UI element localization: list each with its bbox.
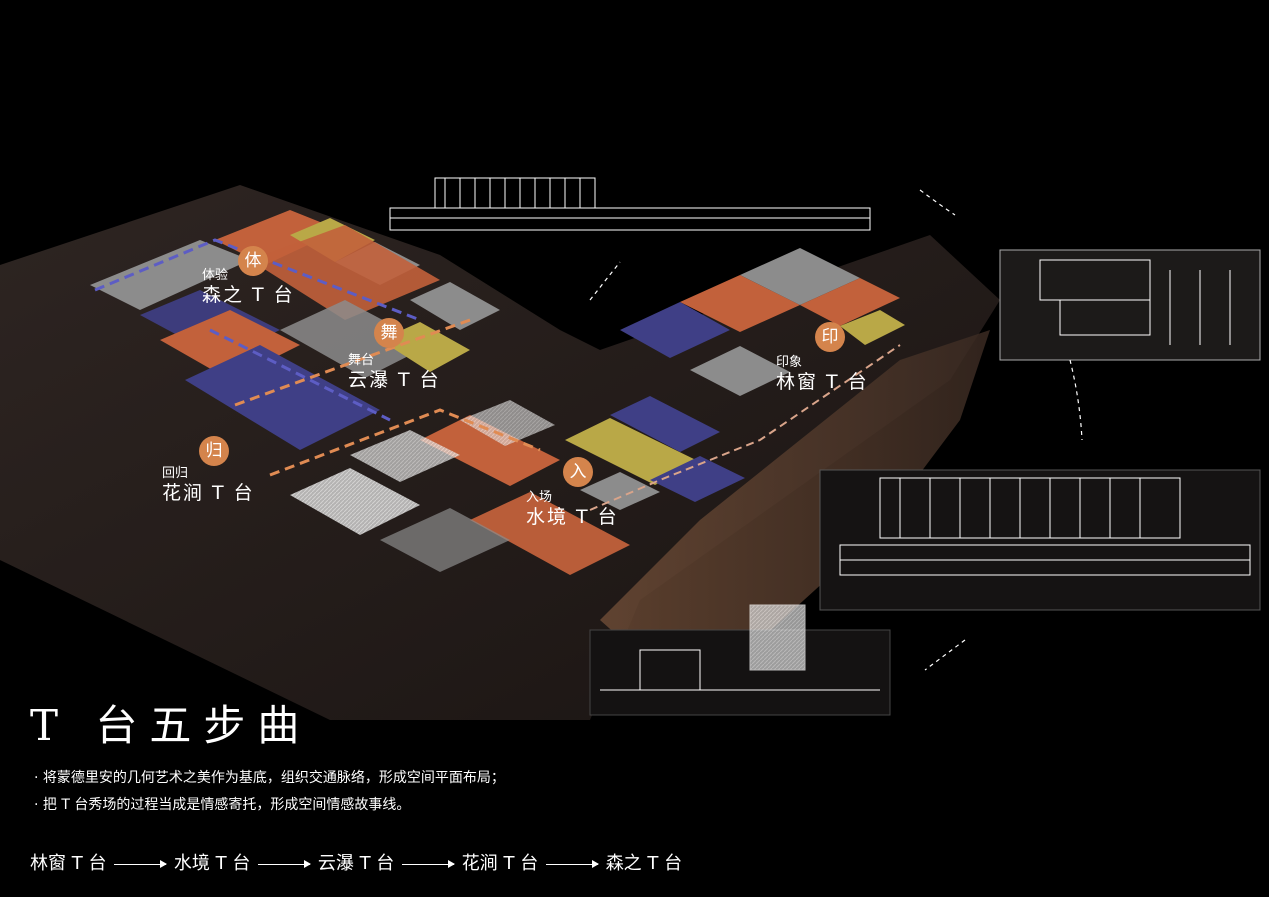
badge-yun: 舞 <box>374 318 404 348</box>
flow-step-3: 云瀑 T 台 <box>317 853 395 874</box>
bullet-text-1: · 将蒙德里安的几何艺术之美作为基底，组织交通脉络，形成空间平面布局； <box>34 770 505 786</box>
badge-lin: 印 <box>815 322 845 352</box>
flow-step-5: 森之 T 台 <box>605 853 683 874</box>
zone-name-shui: 水境 T 台 <box>526 506 619 528</box>
zone-sub-yun: 舞台 <box>348 353 375 368</box>
page-title: T 台五步曲 <box>30 701 312 750</box>
sequence-flow: 林窗 T 台 水境 T 台 云瀑 T 台 花涧 T 台 森之 T 台 <box>30 849 682 875</box>
zone-name-yun: 云瀑 T 台 <box>348 369 441 391</box>
arrow-icon <box>258 859 312 868</box>
zone-sub-lin: 印象 <box>776 355 803 370</box>
zone-label-lin: 印象 林窗 T 台 <box>776 355 869 394</box>
zone-label-yun: 舞台 云瀑 T 台 <box>348 353 441 392</box>
elevation-sketch-center-right <box>819 469 1261 611</box>
mondrian-blocks <box>90 210 905 575</box>
arrow-icon <box>114 859 168 868</box>
arrow-icon <box>545 859 599 868</box>
elevation-sketch-bottom <box>589 604 891 716</box>
badge-hua: 归 <box>199 436 229 466</box>
arrow-icon <box>402 859 456 868</box>
bullet-text-2: · 把 T 台秀场的过程当成是情感寄托，形成空间情感故事线。 <box>34 797 411 813</box>
zone-name-hua: 花涧 T 台 <box>162 482 255 504</box>
flow-step-2: 水境 T 台 <box>173 853 251 874</box>
connector-arrows <box>589 189 1083 671</box>
flow-step-4: 花涧 T 台 <box>461 853 539 874</box>
zone-sub-hua: 回归 <box>162 466 189 481</box>
zone-label-sen: 体验 森之 T 台 <box>202 268 295 307</box>
badge-sen: 体 <box>238 246 268 276</box>
zone-name-sen: 森之 T 台 <box>202 284 295 306</box>
zone-name-lin: 林窗 T 台 <box>776 371 869 393</box>
zone-sub-sen: 体验 <box>202 268 229 283</box>
flow-step-1: 林窗 T 台 <box>30 853 107 874</box>
zone-label-hua: 回归 花涧 T 台 <box>162 466 255 505</box>
badge-shui: 入 <box>563 457 593 487</box>
zone-label-shui: 入场 水境 T 台 <box>526 490 619 529</box>
elevation-sketch-top <box>389 177 871 231</box>
zone-sub-shui: 入场 <box>526 490 553 505</box>
elevation-sketch-right <box>999 249 1261 361</box>
circulation-routes <box>94 238 901 511</box>
